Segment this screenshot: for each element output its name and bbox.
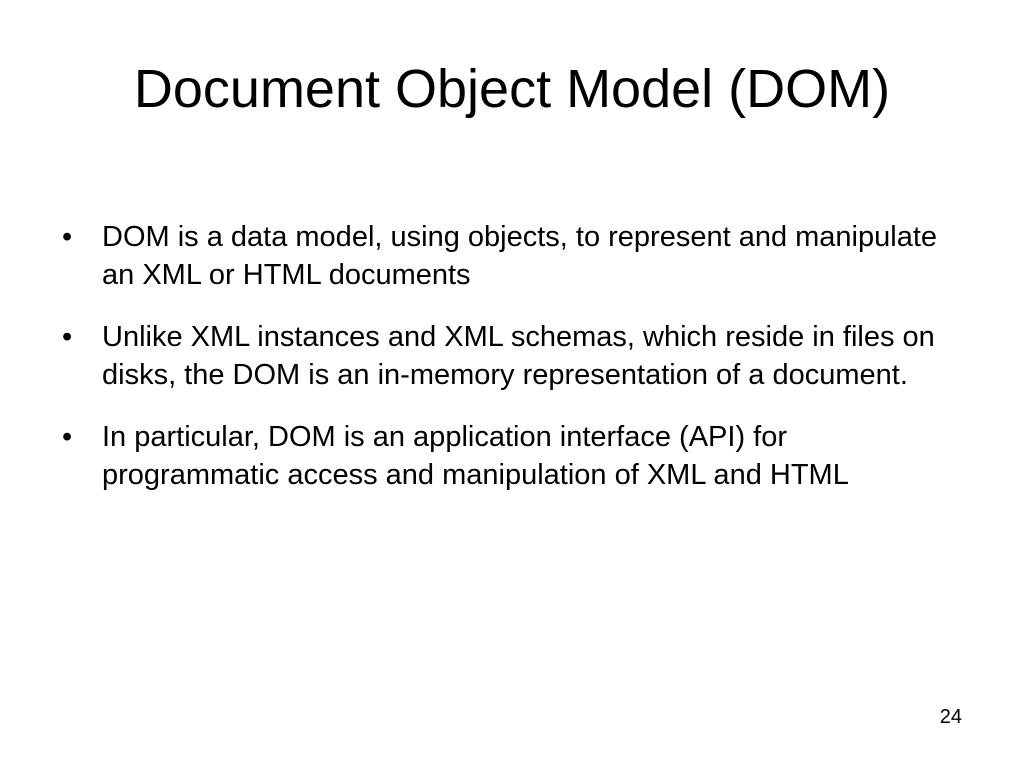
bullet-item: • In particular, DOM is an application i… [62, 418, 962, 494]
bullet-icon: • [62, 321, 73, 353]
bullet-text: DOM is a data model, using objects, to r… [102, 221, 938, 291]
bullet-text: Unlike XML instances and XML schemas, wh… [102, 321, 935, 391]
bullet-text: In particular, DOM is an application int… [102, 421, 849, 491]
bullet-item: • DOM is a data model, using objects, to… [62, 218, 962, 294]
page-number: 24 [939, 706, 962, 728]
bullet-item: • Unlike XML instances and XML schemas, … [62, 318, 962, 394]
bullet-icon: • [62, 221, 73, 253]
bullet-icon: • [62, 421, 73, 453]
bullet-list: • DOM is a data model, using objects, to… [62, 218, 962, 518]
slide-title: Document Object Model (DOM) [133, 59, 891, 119]
